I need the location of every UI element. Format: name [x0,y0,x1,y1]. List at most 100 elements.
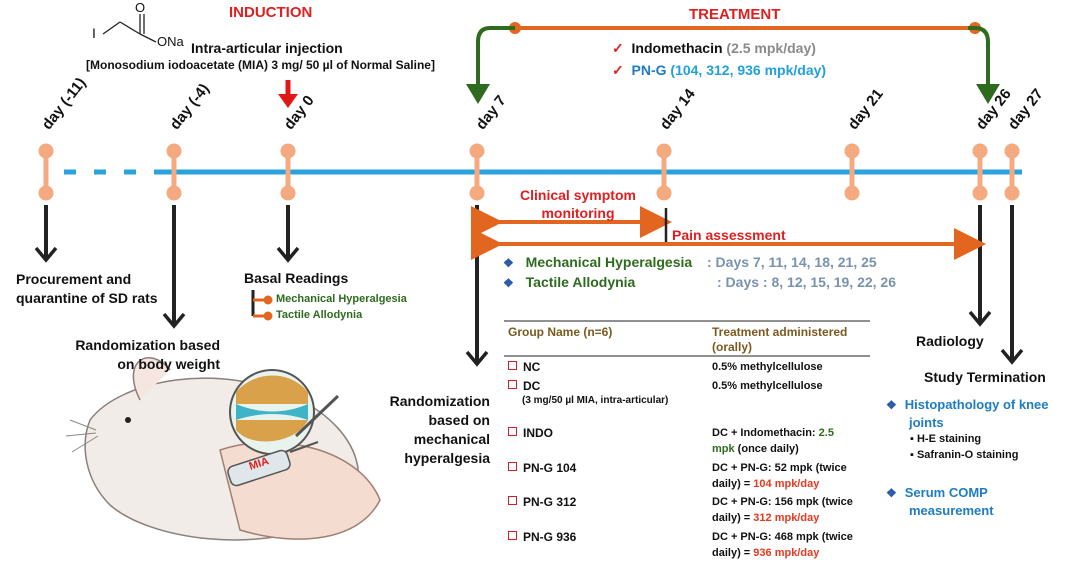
basal-item-mh: Mechanical Hyperalgesia [276,293,407,305]
table-row-dc-treatment: 0.5% methylcellulose [712,380,823,392]
row-group-name: PN-G 312 [523,495,577,509]
stain-he-label: H-E staining [916,433,982,445]
randomization-mh-line-2: based on [428,412,490,428]
arrow-radiology [968,205,992,327]
png312-treatment-c: 312 mpk/day [753,512,820,524]
node-day-7 [469,143,485,201]
png-name: PN-G [631,62,667,78]
stain-safranin-label: Safranin-O staining [916,449,1019,461]
table-row-nc-group: NC [508,360,540,374]
pain-assessment-label: Pain assessment [672,227,786,243]
png936-treatment-b: daily) = [712,547,754,559]
mh-bullet-icon: ❖ [503,256,514,270]
row-checkbox-icon [508,380,517,389]
rat-illustration [65,357,381,541]
png104-treatment-a: DC + PN-G: 52 mpk (twice [712,462,847,474]
stain-safranin: ▪ Safranin-O staining [910,449,1019,461]
histo-line-2: joints [909,415,944,430]
serum-line-1: Serum COMP [904,485,988,500]
table-row-png104-treatment: DC + PN-G: 52 mpk (twice daily) = 104 mp… [712,460,847,492]
table-row-png312-group: PN-G 312 [508,495,576,509]
node-day-26 [972,143,988,201]
treatment-end-arrow [976,84,1000,104]
arrow-procurement [34,205,58,263]
basal-title: Basal Readings [244,270,349,286]
iodoacetate-structure [102,14,157,43]
randomization-mh-text: Randomization based on mechanical hypera… [370,392,490,468]
chem-oxygen: O [135,0,146,15]
clinical-monitoring-label: Clinical symptom monitoring [514,186,642,222]
table-row-png936-treatment: DC + PN-G: 468 mpk (twice daily) = 936 m… [712,529,853,561]
row-group-name: DC [523,379,541,393]
arrow-randomization-mh [465,205,489,367]
png936-treatment-a: DC + PN-G: 468 mpk (twice [712,531,853,543]
clinical-line-1: Clinical symptom [520,187,636,203]
timeline-nodes [38,143,1020,201]
row-group-name: PN-G 104 [523,461,577,475]
procurement-line-2: quarantine of SD rats [16,290,158,306]
treatment-heading: TREATMENT [689,6,781,23]
randomization-bw-line-1: Randomization based [75,337,220,353]
serum-bullet-icon: ❖ [886,486,897,500]
table-row-dc-note: (3 mg/50 µl MIA, intra-articular) [522,395,669,406]
basal-item-ta: Tactile Allodynia [276,309,363,321]
study-termination-text: Study Termination [924,369,1046,385]
node-day-minus-11 [38,143,54,201]
row-checkbox-icon [508,361,517,370]
node-day-21 [844,143,860,201]
histo-line-1: Histopathology of knee [904,397,1049,412]
serum-comp-item: ❖ Serum COMP measurement [886,484,994,519]
arrow-basal [276,205,300,263]
table-row-png104-group: PN-G 104 [508,461,576,475]
png-dose: (104, 312, 936 mpk/day) [670,62,827,78]
randomization-bw-line-2: on body weight [117,356,220,372]
induction-heading: INDUCTION [229,4,313,21]
row-group-name: INDO [523,426,553,440]
png-line: ✓ PN-G (104, 312, 936 mpk/day) [612,62,826,79]
randomization-mh-line-1: Randomization [389,393,490,409]
treatment-start-arrow [466,84,490,104]
indo-treatment-d: (once daily) [734,443,799,455]
procurement-text: Procurement and quarantine of SD rats [16,270,158,308]
arrow-termination [1000,205,1024,365]
serum-line-2: measurement [909,503,994,518]
table-header-group: Group Name (n=6) [508,325,613,339]
node-day-27 [1004,143,1020,201]
ta-days: : Days : 8, 12, 15, 19, 22, 26 [717,274,897,290]
png-check-icon: ✓ [612,62,624,78]
png312-treatment-b: daily) = [712,512,754,524]
stain-he: ▪ H-E staining [910,433,982,445]
ta-schedule: ❖ Tactile Allodynia [503,274,635,290]
row-checkbox-icon [508,462,517,471]
randomization-mh-line-4: hyperalgesia [404,450,490,466]
chem-iodine: I [92,25,96,41]
row-checkbox-icon [508,496,517,505]
table-row-png312-treatment: DC + PN-G: 156 mpk (twice daily) = 312 m… [712,494,853,526]
table-rules [504,320,870,357]
row-checkbox-icon [508,427,517,436]
indo-name: Indomethacin [631,40,723,56]
down-arrows [34,205,1024,367]
injection-arrow [278,80,298,108]
indo-treatment-a: DC + Indomethacin: [712,427,819,439]
mh-days: : Days 7, 11, 14, 18, 21, 25 [707,254,877,270]
header-treatment-line-2: (orally) [712,340,753,354]
table-header-treatment: Treatment administered (orally) [712,325,847,355]
row-group-name: PN-G 936 [523,530,577,544]
node-day-14 [656,143,672,201]
arrow-randomization-bw [162,205,186,329]
randomization-bw-text: Randomization based on body weight [20,336,220,374]
png104-treatment-b: daily) = [712,478,754,490]
indo-check-icon: ✓ [612,40,624,56]
png936-treatment-c: 936 mpk/day [753,547,820,559]
png312-treatment-a: DC + PN-G: 156 mpk (twice [712,496,853,508]
table-row-nc-treatment: 0.5% methylcellulose [712,361,823,373]
radiology-text: Radiology [916,333,984,349]
injection-detail: [Monosodium iodoacetate (MIA) 3 mg/ 50 µ… [86,58,435,72]
png104-treatment-c: 104 mpk/day [753,478,820,490]
header-treatment-line-1: Treatment administered [712,325,848,339]
basal-bracket [251,290,273,321]
histopathology-item: ❖Histopathology of knee joints [886,396,1049,431]
injection-title: Intra-articular injection [191,40,343,56]
